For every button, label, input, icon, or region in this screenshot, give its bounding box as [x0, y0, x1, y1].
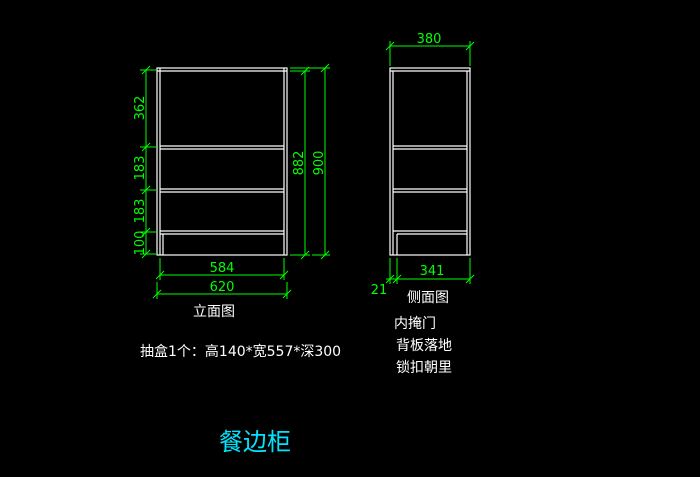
front-bottom-dimensions: [152, 258, 292, 299]
dim-seg-mid2: 183: [133, 199, 148, 224]
dim-inner-width: 584: [210, 261, 235, 276]
dim-side-offset: 21: [371, 283, 388, 298]
front-outer-frame: [156, 67, 288, 256]
dim-side-top-width: 380: [417, 32, 442, 47]
drawer-note: 抽盒1个：高140*宽557*深300: [140, 344, 342, 360]
side-note-3: 锁扣朝里: [396, 360, 452, 376]
front-left-dimension-chain: [140, 65, 157, 259]
side-dimension-labels: 380 341 21: [371, 32, 445, 298]
drawing-title: 餐边柜: [219, 428, 291, 456]
side-view: [389, 67, 471, 256]
front-right-dimensions: [290, 63, 330, 260]
front-dimension-labels: 362 183 183 100 882 900 584 620: [133, 96, 327, 295]
front-elevation: [156, 67, 288, 256]
dim-total-height: 900: [312, 151, 327, 176]
side-note-2: 背板落地: [396, 338, 452, 354]
dim-side-inner-depth: 341: [420, 264, 445, 279]
side-view-caption: 侧面图: [407, 290, 449, 306]
dim-inner-height: 882: [292, 151, 307, 176]
side-note-1: 内掩门: [394, 316, 436, 332]
dim-seg-mid1: 183: [133, 156, 148, 181]
dim-seg-bottom: 100: [133, 231, 148, 256]
front-view-caption: 立面图: [193, 304, 235, 320]
dim-seg-top: 362: [133, 96, 148, 121]
dim-total-width: 620: [210, 280, 235, 295]
side-dimensions: [385, 41, 475, 284]
side-outer-frame: [389, 67, 471, 256]
